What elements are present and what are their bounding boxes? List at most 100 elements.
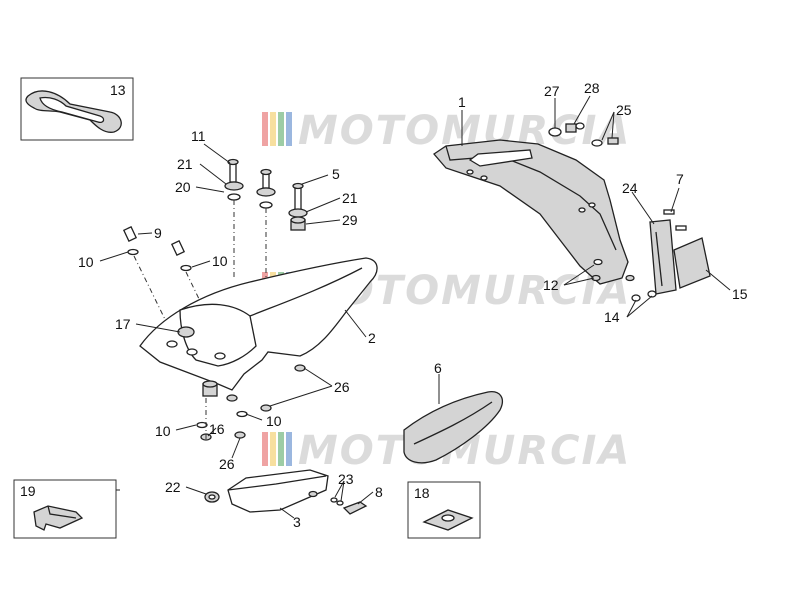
callout-3: 3: [293, 514, 301, 530]
leader-10: [245, 413, 263, 421]
washer: [259, 201, 273, 209]
leader-29: [305, 219, 341, 225]
callout-26: 26: [334, 379, 350, 395]
tray-hole: [308, 490, 318, 498]
leader-26: [303, 367, 333, 387]
cowl-seat-recess: [179, 303, 257, 367]
callout-7: 7: [676, 171, 684, 187]
cowl-ridge: [249, 267, 363, 317]
plate-24: [649, 219, 677, 295]
leader-10: [99, 251, 129, 262]
plate-24-edge: [655, 231, 663, 287]
callout-19: 19: [20, 483, 36, 499]
washer-10: [127, 248, 139, 256]
callout-29: 29: [342, 212, 358, 228]
inset-13-strap: [20, 77, 134, 141]
callout-18: 18: [414, 485, 430, 501]
callout-9: 9: [154, 225, 162, 241]
leader-11: [203, 143, 231, 164]
leader-15: [705, 269, 731, 291]
watermark-stripe: [262, 112, 268, 146]
cover-ridge: [413, 401, 493, 445]
watermark-stripe: [270, 112, 276, 146]
screw: [170, 240, 186, 256]
leader-21: [305, 197, 341, 213]
fender-hole: [466, 169, 474, 175]
part-1-rear-fender: [433, 139, 635, 285]
callout-17: 17: [115, 316, 131, 332]
washer: [256, 187, 276, 197]
callout-10: 10: [155, 423, 171, 439]
cowl-hole: [214, 352, 226, 360]
nut-26: [234, 431, 246, 439]
leader-20: [195, 186, 225, 193]
leader-14: [626, 295, 653, 318]
watermark-stripe: [286, 432, 292, 466]
washer-20: [227, 193, 241, 201]
inset-19-clip: [13, 479, 117, 539]
callout-28: 28: [584, 80, 600, 96]
callout-10: 10: [266, 413, 282, 429]
washer-25: [591, 139, 603, 147]
leader-26: [269, 385, 333, 407]
leader-22: [185, 486, 207, 495]
leader-12: [563, 264, 595, 286]
leader-10: [191, 260, 211, 268]
watermark-stripe: [270, 432, 276, 466]
callout-12: 12: [543, 277, 559, 293]
watermark-stripe: [286, 112, 292, 146]
fender-hole: [588, 202, 596, 208]
bolt-head: [227, 158, 239, 166]
nut-12: [625, 274, 635, 282]
leader-7: [670, 187, 680, 213]
bolt-25: [607, 137, 619, 145]
nut-28: [565, 123, 577, 133]
part-24-plate: [649, 219, 677, 295]
callout-6: 6: [434, 360, 442, 376]
leader-17: [135, 323, 181, 333]
spacer-top: [290, 216, 306, 224]
part-6-rear-cover: [403, 391, 503, 464]
part-7-screw: [663, 209, 687, 231]
callout-11: 11: [191, 128, 206, 144]
callout-1: 1: [458, 94, 466, 110]
grommet-22-hole: [208, 494, 216, 500]
callout-24: 24: [622, 180, 638, 196]
callout-10: 10: [78, 254, 94, 270]
clip-part: [33, 505, 84, 531]
watermark-stripe: [278, 112, 284, 146]
plate-15: [673, 237, 711, 289]
leader-21: [199, 163, 227, 185]
leader-10: [175, 424, 197, 431]
callout-23: 23: [338, 471, 354, 487]
callout-2: 2: [368, 330, 376, 346]
leader-26: [231, 437, 241, 459]
bolt-head: [292, 182, 304, 190]
screw-8: [342, 501, 368, 515]
part-3-tray: [204, 469, 329, 513]
part-15-plate: [673, 237, 711, 289]
grommet-top: [202, 380, 218, 388]
callout-10: 10: [212, 253, 228, 269]
inset-18-plate: [407, 481, 481, 539]
washer-14: [647, 290, 657, 298]
leader-lines: [99, 95, 731, 519]
callout-22: 22: [165, 479, 181, 495]
callout-25: 25: [616, 102, 632, 118]
fasteners-under-cowl: [196, 364, 306, 441]
nut-26: [294, 364, 306, 372]
callout-14: 14: [604, 309, 620, 325]
leader-5: [301, 174, 329, 185]
washer-23: [336, 500, 344, 506]
washer-10: [236, 410, 248, 418]
callout-16: 16: [209, 421, 225, 437]
leader-9: [137, 232, 153, 235]
screw-7: [663, 209, 675, 215]
fastener-stack-11-21-20: [224, 158, 244, 280]
bolt-head: [260, 168, 272, 176]
fasteners-27-28-25: [548, 122, 619, 147]
callout-5: 5: [332, 166, 340, 182]
leader-23: [340, 480, 345, 502]
leader-14: [626, 299, 637, 318]
bolt-5: [294, 185, 302, 211]
